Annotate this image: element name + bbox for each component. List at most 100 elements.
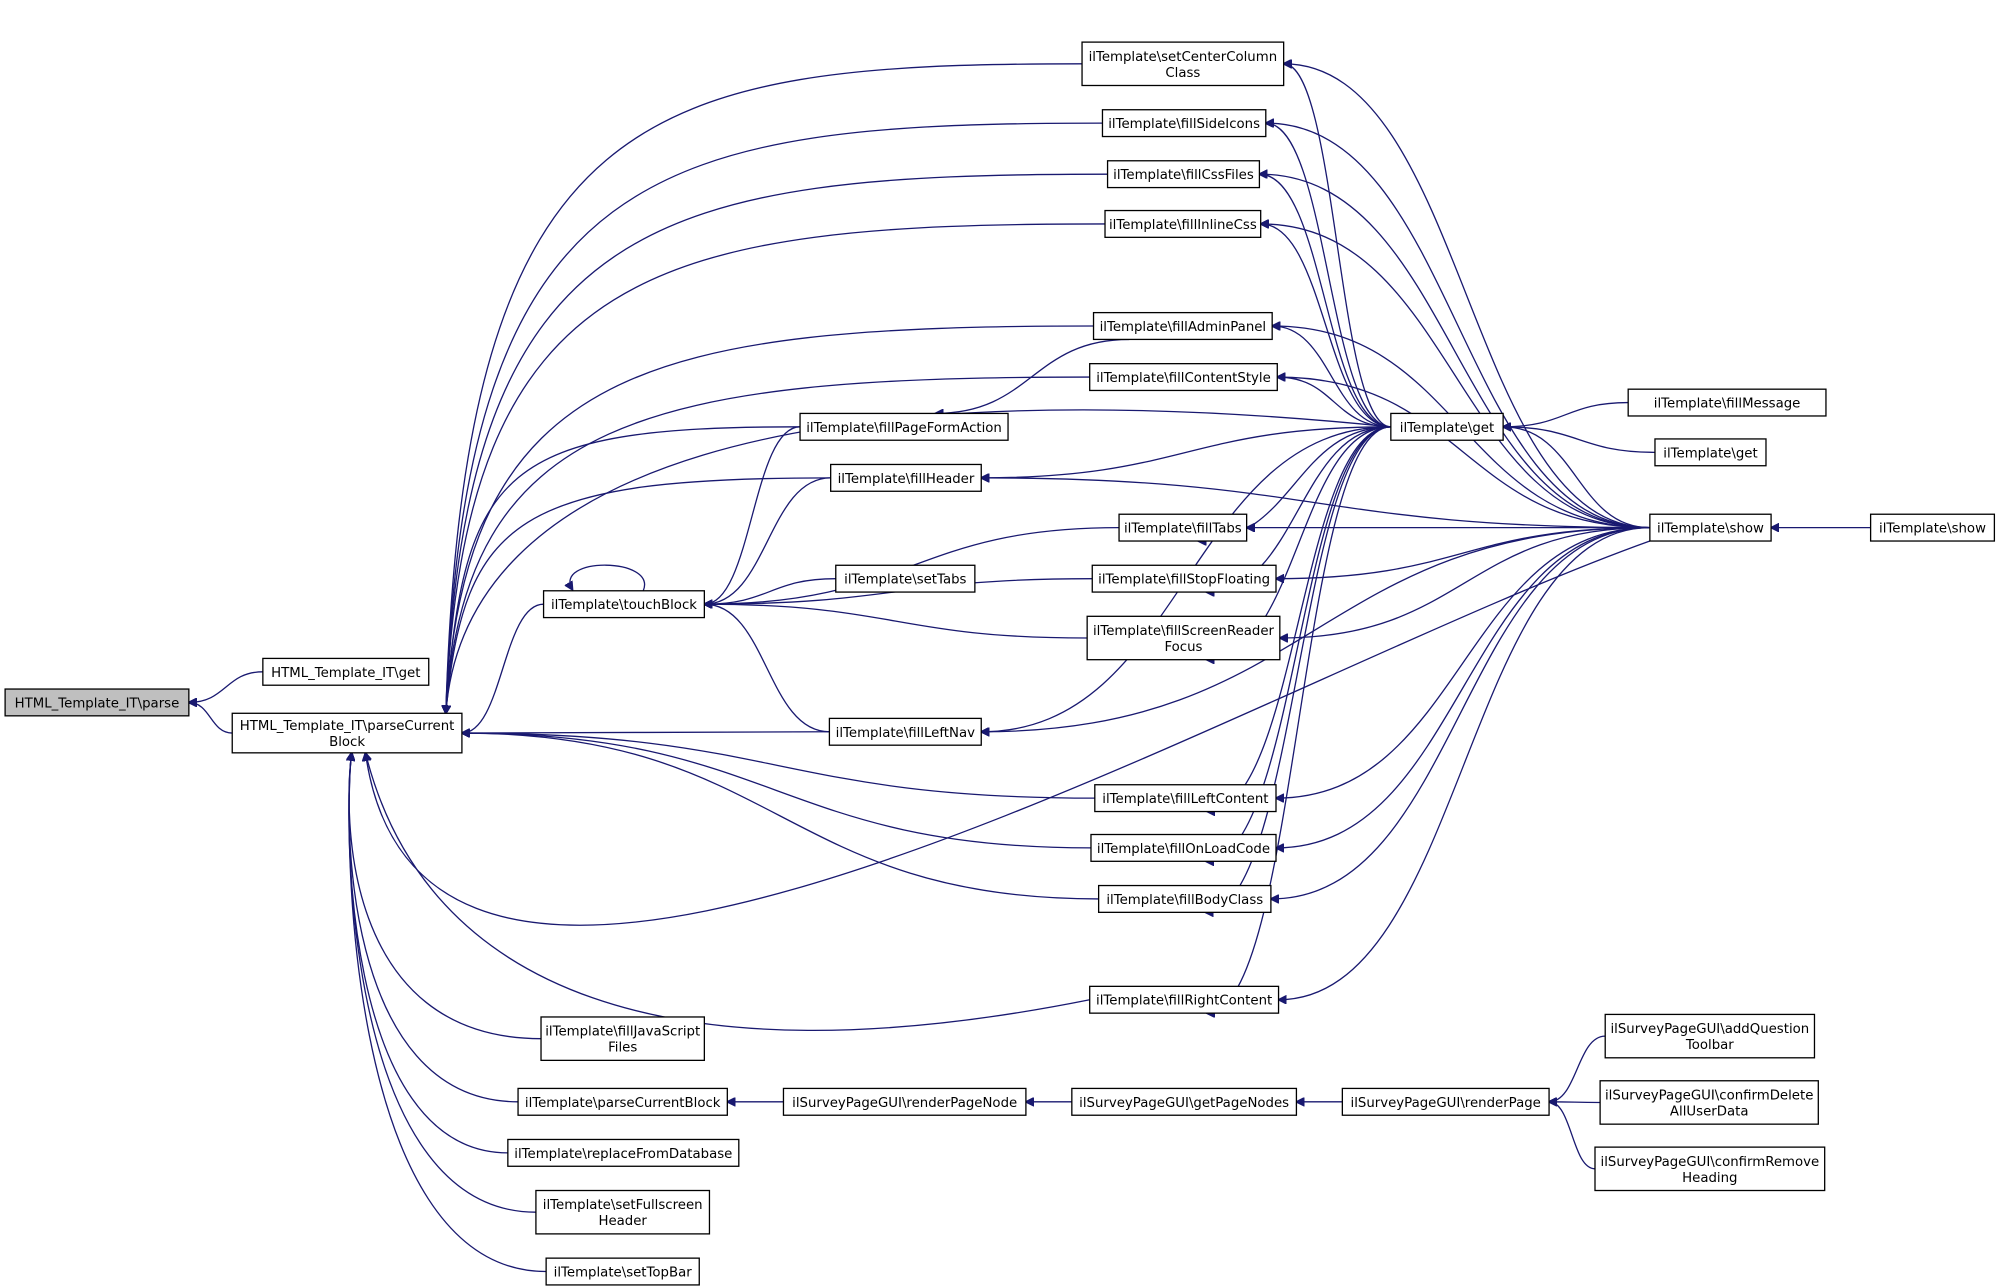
node-box (1604, 1013, 1816, 1059)
edge-il_show-to-fillLeftContent (1276, 526, 1650, 799)
edge-fillSideIcons-to-it_pcb (446, 122, 1103, 713)
node-fillMessage[interactable]: ilTemplate\fillMessage (1627, 388, 1827, 417)
edge-il_show-to-it_pcb (365, 540, 1651, 926)
node-label: Files (608, 1041, 637, 1056)
edge-fillJavaScriptFiles-to-it_pcb (349, 753, 542, 1040)
node-renderPage[interactable]: ilSurveyPageGUI\renderPage (1341, 1087, 1550, 1116)
node-il_show2[interactable]: ilTemplate\show (1869, 513, 1996, 542)
node-fillLeftContent[interactable]: ilTemplate\fillLeftContent (1094, 784, 1277, 813)
node-fillCssFiles[interactable]: ilTemplate\fillCssFiles (1106, 160, 1261, 189)
edge-fillMessage-to-il_get (1503, 401, 1629, 427)
node-fillLeftNav[interactable]: ilTemplate\fillLeftNav (828, 717, 982, 746)
node-il_show[interactable]: ilTemplate\show (1649, 513, 1772, 542)
node-label: Block (329, 735, 365, 750)
node-label: Focus (1164, 640, 1202, 655)
node-box (1104, 209, 1262, 238)
node-label: ilSurveyPageGUI\confirmRemove (1601, 1155, 1820, 1170)
edge-il_show-to-fillCssFiles (1259, 174, 1650, 529)
edge-il_get-to-fillHeader (981, 426, 1391, 478)
node-it_get[interactable]: HTML_Template_IT\get (262, 657, 430, 686)
node-label: ilTemplate\fillStopFloating (1098, 573, 1270, 588)
node-setTabs[interactable]: ilTemplate\setTabs (835, 564, 976, 593)
node-box (835, 564, 976, 593)
edge-il_show-to-fillContentStyle (1277, 377, 1650, 529)
node-box (545, 1257, 700, 1286)
node-fillSideIcons[interactable]: ilTemplate\fillSideIcons (1101, 109, 1267, 138)
edge-il_get-to-fillContentStyle (1277, 377, 1391, 428)
edge-il_show-to-fillScreenReaderFocus (1280, 526, 1650, 638)
node-box (1599, 1080, 1819, 1125)
node-fillAdminPanel[interactable]: ilTemplate\fillAdminPanel (1092, 311, 1273, 341)
node-label: ilSurveyPageGUI\getPageNodes (1079, 1096, 1289, 1111)
node-box (4, 688, 190, 717)
node-label: ilTemplate\get (1400, 421, 1494, 436)
node-box (1097, 884, 1272, 913)
node-box (1649, 513, 1772, 542)
node-box (507, 1138, 740, 1167)
node-label: ilTemplate\setFullscreen (543, 1198, 703, 1213)
edge-it_get-to-parse (189, 671, 263, 703)
node-fillContentStyle[interactable]: ilTemplate\fillContentStyle (1089, 363, 1278, 392)
node-box (1092, 311, 1273, 341)
node-it_pcb[interactable]: HTML_Template_IT\parseCurrentBlock (231, 712, 463, 754)
node-il_parseCurrentBlock[interactable]: ilTemplate\parseCurrentBlock (517, 1087, 728, 1116)
edge-il_get2-to-il_get (1503, 427, 1655, 453)
node-fillBodyClass[interactable]: ilTemplate\fillBodyClass (1097, 884, 1272, 913)
edge-fillHeader-to-touchBlock (704, 477, 831, 604)
edge-il_get-to-fillInlineCss (1261, 224, 1391, 428)
node-replaceFromDatabase[interactable]: ilTemplate\replaceFromDatabase (507, 1138, 740, 1167)
node-label: ilTemplate\setCenterColumn (1089, 50, 1278, 65)
node-label: ilSurveyPageGUI\renderPageNode (792, 1096, 1017, 1111)
node-fillRightContent[interactable]: ilTemplate\fillRightContent (1089, 985, 1280, 1014)
edge-setCenterColumnClass-to-it_pcb (446, 63, 1083, 713)
edge-il_get-to-fillRightContent (1207, 426, 1391, 1013)
node-label: ilSurveyPageGUI\addQuestion (1610, 1022, 1809, 1037)
node-fillStopFloating[interactable]: ilTemplate\fillStopFloating (1091, 564, 1277, 593)
node-touchBlock[interactable]: ilTemplate\touchBlock (542, 590, 706, 619)
node-label: HTML_Template_IT\get (271, 666, 420, 681)
node-fillPageFormAction[interactable]: ilTemplate\fillPageFormAction (799, 412, 1009, 441)
node-fillHeader[interactable]: ilTemplate\fillHeader (830, 463, 982, 492)
node-il_get[interactable]: ilTemplate\get (1390, 412, 1504, 441)
node-label: Header (598, 1214, 647, 1229)
node-parse[interactable]: HTML_Template_IT\parse (4, 688, 190, 717)
edge-confirmDeleteAllUserData-to-renderPage (1549, 1102, 1601, 1103)
node-fillOnLoadCode[interactable]: ilTemplate\fillOnLoadCode (1090, 833, 1277, 862)
node-il_get2[interactable]: ilTemplate\get (1654, 438, 1767, 467)
node-box (1089, 363, 1278, 392)
edge-il_show-to-fillHeader (981, 478, 1650, 529)
edge-touchBlock-to-it_pcb (462, 603, 544, 733)
edge-fillScreenReaderFocus-to-touchBlock (704, 604, 1088, 639)
edge-fillPageFormAction-to-touchBlock (704, 426, 801, 604)
edge-fillPageFormAction-to-it_pcb (446, 426, 801, 713)
node-label: Class (1165, 66, 1200, 81)
node-fillInlineCss[interactable]: ilTemplate\fillInlineCss (1104, 209, 1262, 238)
node-label: ilTemplate\fillSideIcons (1108, 117, 1260, 132)
edge-il_get-to-fillAdminPanel (1272, 326, 1391, 428)
node-label: ilTemplate\fillTabs (1124, 522, 1242, 537)
node-label: ilTemplate\fillOnLoadCode (1097, 842, 1270, 857)
node-label: ilTemplate\parseCurrentBlock (525, 1096, 721, 1111)
edge-il_parseCurrentBlock-to-it_pcb (349, 753, 519, 1103)
node-getPageNodes[interactable]: ilSurveyPageGUI\getPageNodes (1071, 1087, 1298, 1116)
node-label: ilTemplate\fillContentStyle (1096, 371, 1271, 386)
node-label: ilTemplate\fillMessage (1654, 397, 1801, 412)
node-setTopBar[interactable]: ilTemplate\setTopBar (545, 1257, 700, 1286)
node-box (1869, 513, 1996, 542)
node-box (535, 1189, 711, 1235)
node-fillTabs[interactable]: ilTemplate\fillTabs (1118, 513, 1248, 542)
node-box (1118, 513, 1248, 542)
node-label: Toolbar (1685, 1038, 1734, 1053)
node-box (1594, 1146, 1826, 1192)
edge-replaceFromDatabase-to-it_pcb (349, 753, 508, 1154)
node-renderPageNode[interactable]: ilSurveyPageGUI\renderPageNode (782, 1087, 1027, 1116)
node-label: ilTemplate\replaceFromDatabase (514, 1147, 732, 1162)
